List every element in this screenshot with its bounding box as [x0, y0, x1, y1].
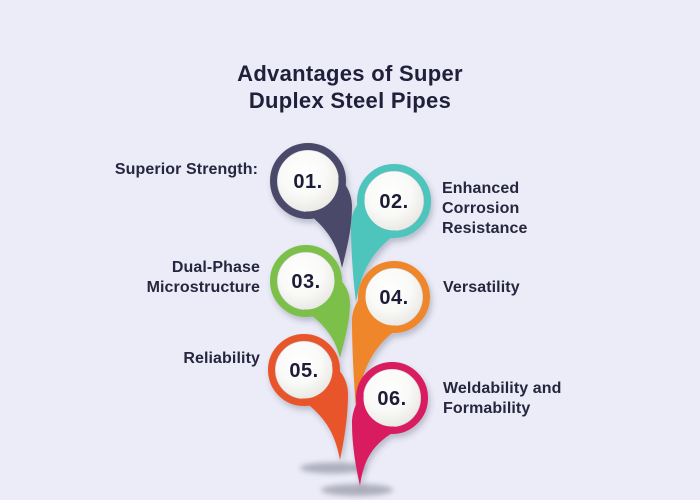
balloon-06-face — [363, 369, 421, 427]
balloon-04-face — [365, 268, 423, 326]
label-line: Corrosion — [442, 200, 520, 217]
label-line: Superior Strength: — [114, 161, 258, 178]
balloon-03-ring — [270, 245, 342, 317]
item-label-superior-strength: Superior Strength: — [115, 160, 258, 180]
balloon-01-number: 01. — [293, 171, 322, 193]
balloon-04-ring — [358, 261, 430, 333]
balloon-05-number: 05. — [289, 360, 318, 382]
balloon-03-face — [277, 252, 335, 310]
label-line: Reliability — [183, 350, 260, 367]
balloon-02-face — [364, 171, 424, 231]
label-line: Microstructure — [146, 279, 260, 296]
page-title: Advantages of Super Duplex Steel Pipes — [0, 60, 700, 114]
label-line: Weldability and — [443, 380, 562, 397]
balloon-05: 05. — [268, 334, 348, 460]
label-line: Formability — [443, 400, 531, 417]
item-label-enhanced-corrosion-resistance: Enhanced Corrosion Resistance — [442, 179, 528, 239]
balloon-02: 02. — [351, 164, 431, 302]
item-label-reliability: Reliability — [183, 349, 260, 369]
balloon-05-face — [275, 341, 333, 399]
balloon-01-face — [277, 150, 339, 212]
balloon-04: 04. — [352, 261, 430, 410]
balloon-06-ring — [356, 362, 428, 434]
balloon-04-number: 04. — [379, 287, 408, 309]
page-title-line1: Advantages of Super — [237, 61, 463, 86]
label-line: Versatility — [443, 279, 520, 296]
balloon-01-ring — [270, 143, 346, 219]
ground-shadow-right — [321, 484, 393, 496]
label-line: Enhanced — [442, 180, 520, 197]
item-label-versatility: Versatility — [443, 278, 520, 298]
label-line: Dual-Phase — [171, 259, 260, 276]
item-label-dual-phase-microstructure: Dual-Phase Microstructure — [147, 258, 260, 298]
balloon-02-ring — [357, 164, 431, 238]
balloon-03: 03. — [270, 245, 350, 358]
balloon-02-number: 02. — [379, 191, 408, 213]
ground-shadow-left — [300, 462, 366, 474]
item-label-weldability-formability: Weldability and Formability — [443, 379, 562, 419]
balloon-06: 06. — [352, 362, 428, 486]
balloon-05-ring — [268, 334, 340, 406]
balloon-06-number: 06. — [377, 388, 406, 410]
label-line: Resistance — [442, 220, 528, 237]
balloon-03-number: 03. — [291, 271, 320, 293]
page-title-line2: Duplex Steel Pipes — [248, 88, 452, 113]
balloon-01: 01. — [270, 143, 352, 268]
